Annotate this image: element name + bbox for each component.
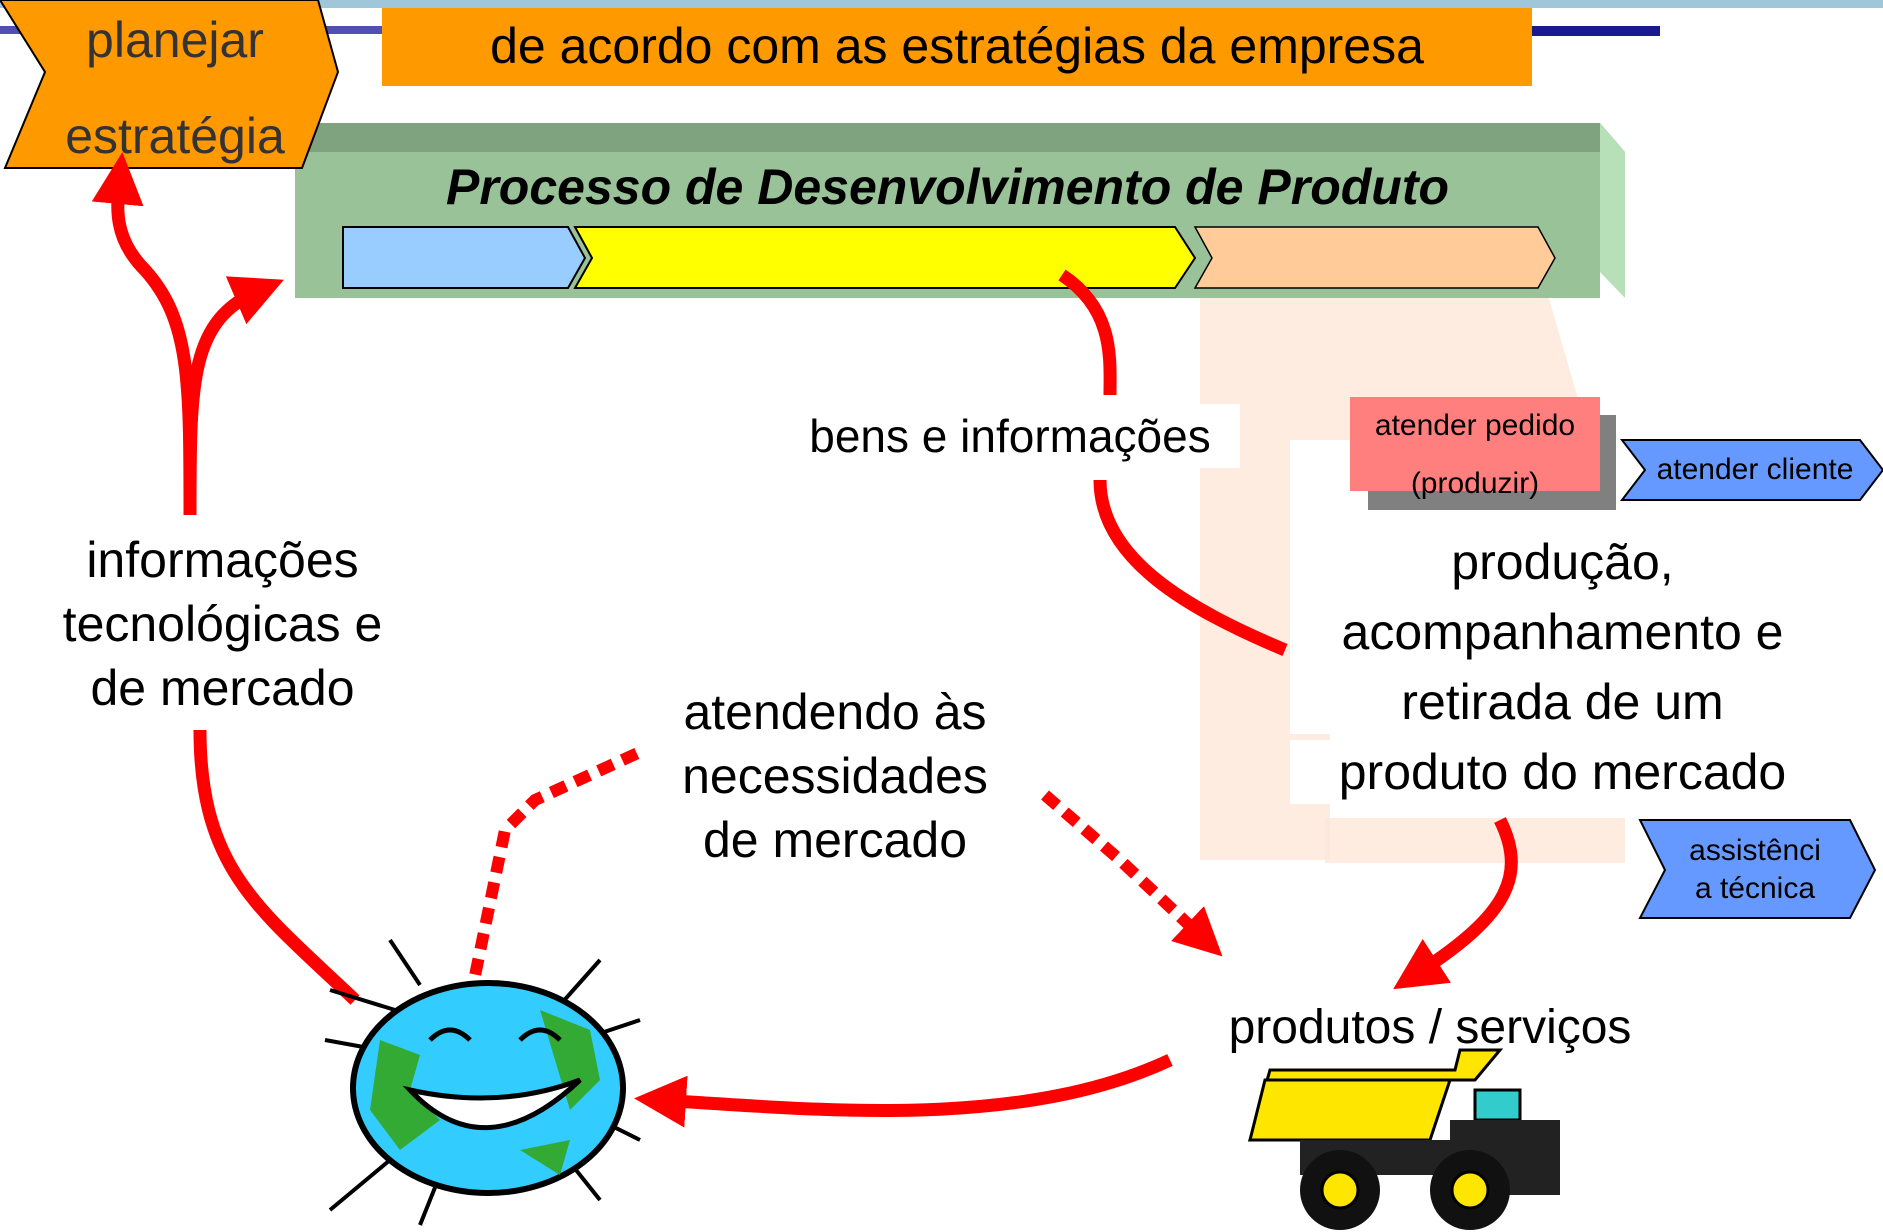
planejar-chevron bbox=[0, 0, 340, 169]
atender-cliente-label: atender cliente bbox=[1656, 453, 1854, 486]
peach-funnel-bottom bbox=[1325, 818, 1625, 863]
pdp-bar-side bbox=[1600, 123, 1625, 298]
label-producao-2: acompanhamento e bbox=[1290, 600, 1835, 664]
truck-icon bbox=[1248, 1048, 1560, 1230]
label-produtos-servicos: produtos / serviços bbox=[1228, 1001, 1632, 1054]
atender-pedido-line1: atender pedido bbox=[1374, 409, 1576, 442]
globe-icon bbox=[324, 938, 641, 1226]
assistencia-line1: assistênci bbox=[1689, 834, 1821, 867]
pdp-title: Processo de Desenvolvimento de Produto bbox=[445, 159, 1450, 215]
arrow-market-to-info[interactable] bbox=[193, 729, 360, 1005]
pdp-bar-top bbox=[295, 123, 1625, 152]
phase-peach bbox=[1193, 226, 1556, 289]
label-producao-1: produção, bbox=[1290, 530, 1835, 594]
label-informacoes-3: de mercado bbox=[90, 660, 355, 716]
arrow-producao-to-produtos[interactable] bbox=[1393, 817, 1518, 990]
label-bens-informacoes: bens e informações bbox=[780, 404, 1240, 468]
atender-cliente-chevron bbox=[1619, 439, 1883, 501]
arrow-info-to-planejar[interactable] bbox=[91, 152, 197, 516]
top-border-strip bbox=[0, 0, 1883, 8]
assistencia-chevron bbox=[1638, 819, 1877, 919]
label-producao-4: produto do mercado bbox=[1290, 740, 1835, 804]
atender-pedido-line2: (produzir) bbox=[1410, 467, 1540, 500]
dotted-market-to-atendendo[interactable] bbox=[464, 746, 643, 1002]
label-producao-3: retirada de um bbox=[1290, 670, 1835, 734]
planejar-label-2: estratégia bbox=[65, 108, 285, 164]
arrow-info-to-pdp[interactable] bbox=[183, 276, 284, 516]
arrow-produtos-to-market[interactable] bbox=[634, 1054, 1173, 1128]
arrow-pdp-to-bens[interactable] bbox=[1058, 269, 1117, 396]
arrow-bens-to-producao[interactable] bbox=[1093, 479, 1288, 656]
top-line-end bbox=[1520, 26, 1660, 36]
atender-pedido-box bbox=[1350, 397, 1600, 491]
phase-yellow bbox=[573, 226, 1197, 289]
label-atendendo-1: atendendo às bbox=[683, 684, 987, 740]
dotted-atendendo-to-produtos[interactable] bbox=[1041, 790, 1223, 957]
planejar-label-1: planejar bbox=[86, 12, 264, 68]
strategy-banner-text: de acordo com as estratégias da empresa bbox=[490, 18, 1424, 74]
label-informacoes-2: tecnológicas e bbox=[62, 596, 383, 652]
label-informacoes-1: informações bbox=[86, 532, 359, 588]
strategy-banner bbox=[382, 8, 1532, 86]
phase-blue bbox=[342, 226, 587, 289]
assistencia-line2: a técnica bbox=[1694, 872, 1816, 905]
label-atendendo-2: necessidades bbox=[682, 748, 988, 804]
label-atendendo-3: de mercado bbox=[702, 812, 968, 868]
